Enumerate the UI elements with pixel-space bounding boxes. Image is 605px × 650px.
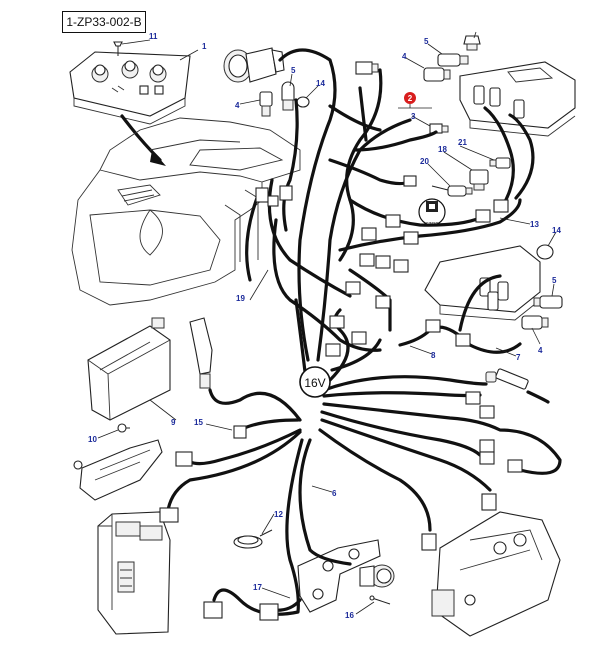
connector-small-3: [429, 123, 449, 134]
connector-elbow-19: [189, 317, 213, 389]
callout: 13: [530, 220, 539, 229]
callout: 3: [411, 112, 416, 121]
callout: 5: [291, 66, 296, 75]
callout: 1: [202, 42, 207, 51]
pin-16: [369, 595, 391, 605]
control-panel: [69, 51, 191, 125]
harness-connectors: [159, 61, 523, 621]
cable-clip: [233, 529, 273, 549]
main-wiring-harness: [166, 48, 562, 616]
leader-lines: [97, 31, 557, 615]
highlight-callout-label: 2: [408, 94, 413, 103]
key-switch-20: [431, 185, 473, 197]
callout: 14: [316, 79, 325, 88]
callout: 17: [253, 583, 262, 592]
callout: 5: [552, 276, 557, 285]
callout: 4: [538, 346, 543, 355]
callout: 18: [438, 145, 447, 154]
stop-button-label: STOP: [425, 222, 439, 228]
cab-console-outline: [71, 117, 301, 306]
diagram-reference-code: 1-ZP33-002-B: [62, 11, 146, 33]
voltage-badge: 16V: [299, 366, 331, 398]
callout: 19: [236, 294, 245, 303]
temperature-sensor: [485, 368, 529, 390]
callout: 16: [345, 611, 354, 620]
callout: 12: [274, 510, 283, 519]
switch-panel-lower: [424, 245, 541, 321]
callout: 4: [402, 52, 407, 61]
harness-bracket: [297, 539, 381, 613]
highlight-callout: 2: [398, 92, 432, 109]
callout: 4: [235, 101, 240, 110]
valve-block: [431, 511, 561, 637]
voltage-badge-label: 16V: [304, 376, 325, 390]
callout: 7: [516, 353, 521, 362]
mounting-bracket-left: [73, 439, 163, 501]
callout: 14: [552, 226, 561, 235]
lamp-cap-lower: [536, 244, 554, 260]
callout-numbers: 1 11 5 14 4 5 4 3 21 18 20 13 14 5 4 7 8…: [88, 32, 561, 620]
cap-left: [296, 96, 310, 108]
rocker-switch-left: [259, 91, 273, 117]
relay-21: [489, 157, 511, 169]
bulb-holder-lower: [533, 295, 563, 309]
callout: 20: [420, 157, 429, 166]
indicator-lamp-left: [281, 81, 295, 111]
bolt-10: [117, 423, 130, 433]
callout: 8: [431, 351, 436, 360]
callout: 15: [194, 418, 203, 427]
callout: 9: [171, 418, 176, 427]
fuse-18: [469, 169, 489, 191]
panel-arrow-head: [150, 150, 166, 166]
callout: 6: [332, 489, 337, 498]
screw: [113, 41, 123, 56]
round-connector-lower: [359, 564, 395, 588]
callout: 21: [458, 138, 467, 147]
callout: 11: [149, 32, 158, 41]
callout: 10: [88, 435, 97, 444]
switch-panel-upper: [459, 61, 576, 137]
lamp-cap-upper: [463, 35, 481, 51]
switch-body-upper: [423, 67, 451, 82]
callout: 5: [424, 37, 429, 46]
switch-body-lower: [521, 315, 549, 330]
control-unit-box: [87, 317, 171, 421]
engine-control-unit: [97, 511, 171, 635]
bulb-holder-upper: [437, 53, 469, 67]
round-connector-main: [223, 47, 285, 83]
